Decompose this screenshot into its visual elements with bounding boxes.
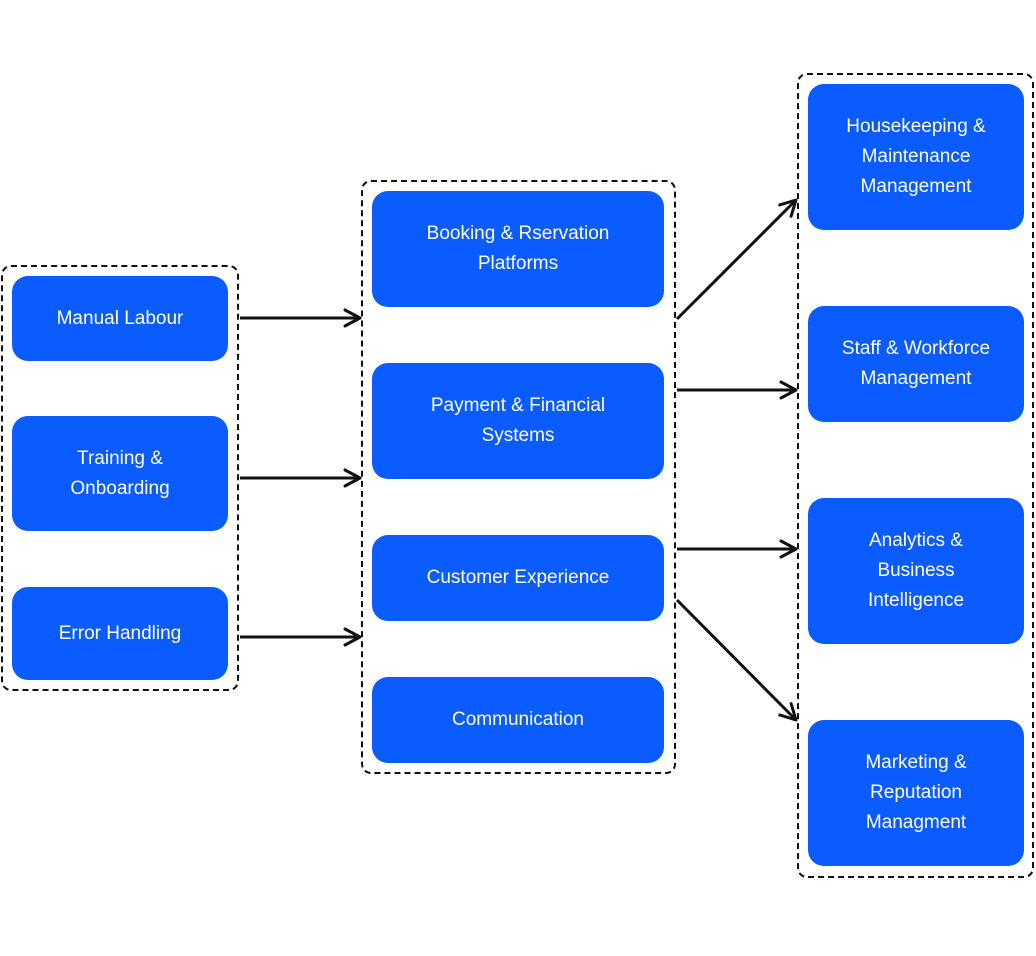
node-communication: Communication bbox=[372, 677, 664, 763]
node-label: Housekeeping & Maintenance Management bbox=[846, 116, 986, 197]
node-label: Manual Labour bbox=[56, 307, 184, 329]
node-label: Communication bbox=[452, 709, 584, 730]
middle-group bbox=[361, 180, 676, 774]
node-label: Payment & Financial Systems bbox=[430, 395, 606, 446]
node-label: Training & Onboarding bbox=[70, 447, 170, 499]
right-group bbox=[797, 73, 1034, 878]
node-manual-labour: Manual Labour bbox=[12, 276, 228, 361]
node-label: Booking & Rservation Platforms bbox=[426, 223, 610, 274]
node-payment-financial: Payment & Financial Systems bbox=[372, 363, 664, 479]
node-analytics-bi: Analytics & Business Intelligence bbox=[808, 498, 1024, 644]
arrow-middle-to-housekeeping bbox=[675, 198, 798, 321]
node-label: Marketing & Reputation Managment bbox=[865, 752, 967, 833]
node-housekeeping-maintenance: Housekeeping & Maintenance Management bbox=[808, 84, 1024, 230]
arrow-middle-to-marketing bbox=[675, 598, 798, 722]
node-marketing-reputation: Marketing & Reputation Managment bbox=[808, 720, 1024, 866]
node-customer-experience: Customer Experience bbox=[372, 535, 664, 621]
left-group bbox=[1, 265, 239, 691]
node-error-handling: Error Handling bbox=[12, 587, 228, 680]
node-staff-workforce: Staff & Workforce Management bbox=[808, 306, 1024, 422]
node-label: Error Handling bbox=[58, 622, 182, 644]
node-label: Customer Experience bbox=[426, 567, 610, 588]
node-label: Analytics & Business Intelligence bbox=[867, 530, 965, 611]
node-booking-reservation: Booking & Rservation Platforms bbox=[372, 191, 664, 307]
node-training-onboarding: Training & Onboarding bbox=[12, 416, 228, 531]
node-label: Staff & Workforce Management bbox=[841, 338, 991, 389]
